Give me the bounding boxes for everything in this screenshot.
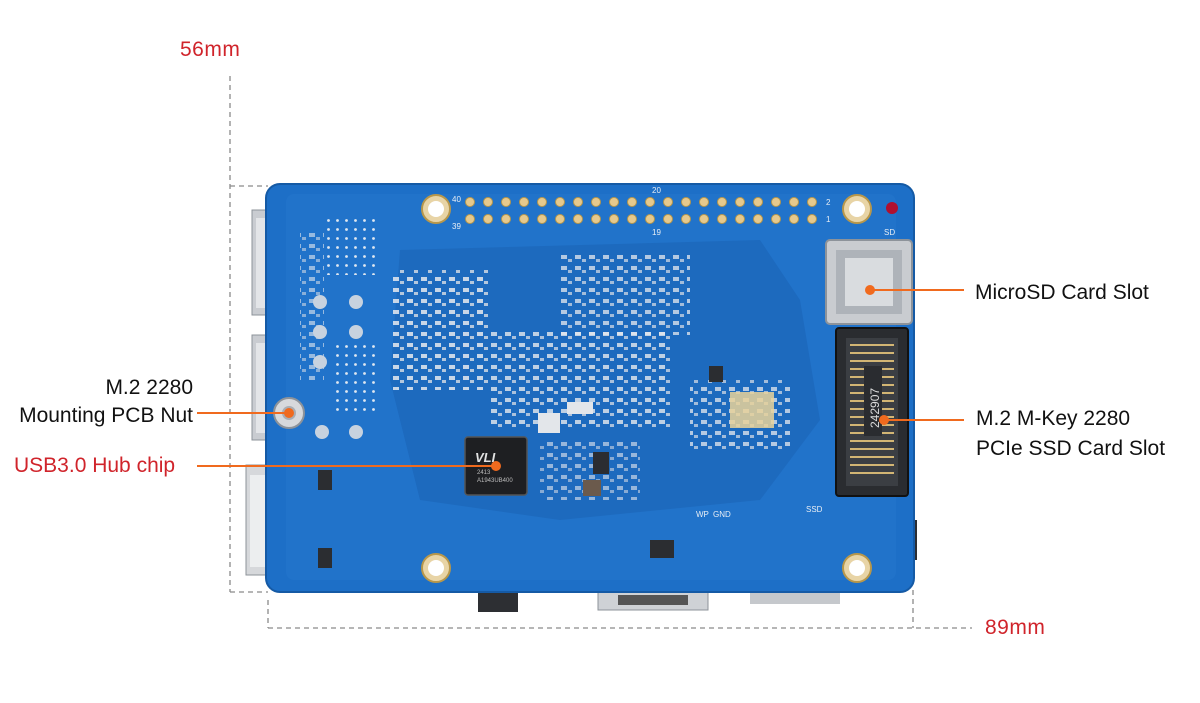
svg-text:VLI: VLI: [475, 450, 496, 465]
width-dimension-label: 56mm: [180, 38, 241, 61]
m2-slot-label-line2: PCIe SSD Card Slot: [976, 437, 1166, 460]
usb-hub-label: USB3.0 Hub chip: [14, 454, 176, 477]
dimension-lines: [229, 76, 972, 629]
pad-grids: [300, 215, 790, 500]
pin2-marking: 2: [826, 198, 831, 207]
chip-code-1: 2413: [477, 470, 491, 476]
gpio-header: [465, 197, 817, 224]
microsd-slot: [825, 239, 913, 325]
chip-code-2: A1943UB400: [477, 478, 513, 484]
sd-marking: SD: [884, 228, 895, 237]
gnd-marking: GND: [713, 510, 731, 519]
ssd-slot-code: 242907: [868, 388, 882, 428]
pin1-marking: 1: [826, 215, 831, 224]
m2-slot-label: M.2 M-Key 2280 PCIe SSD Card Slot: [976, 405, 1165, 463]
pin40-marking: 40: [452, 195, 461, 204]
pin20-marking: 20: [652, 186, 661, 195]
m2-nut-label-line2: Mounting PCB Nut: [19, 404, 193, 427]
microsd-label: MicroSD Card Slot: [975, 281, 1149, 304]
m2-slot-label-line1: M.2 M-Key 2280: [976, 407, 1131, 430]
pin39-marking: 39: [452, 222, 461, 231]
wp-marking: WP: [696, 510, 709, 519]
m2-slot: 242907: [835, 327, 909, 497]
ssd-marking: SSD: [806, 505, 823, 514]
mounting-holes: [421, 194, 898, 583]
length-dimension-label: 89mm: [985, 616, 1046, 639]
m2-nut-label-line1: M.2 2280: [105, 376, 193, 399]
pin19-marking: 19: [652, 228, 661, 237]
callout-lines: [197, 285, 964, 471]
m2-nut-label: M.2 2280 Mounting PCB Nut: [0, 374, 193, 430]
